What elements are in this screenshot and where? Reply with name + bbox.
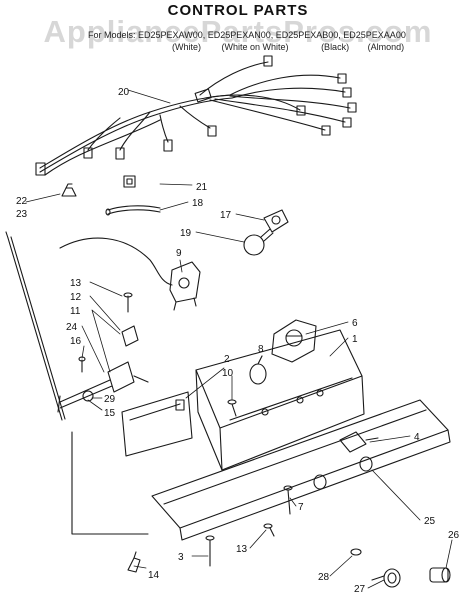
retainer-clip <box>61 183 77 197</box>
clip-part <box>123 175 136 188</box>
watermark: AppliancePartsPros.com <box>43 14 433 49</box>
push-button <box>429 567 451 583</box>
control-tray <box>195 329 365 471</box>
tube <box>105 205 161 216</box>
panel-screw <box>283 485 293 515</box>
knob-part <box>249 355 267 385</box>
model-variants: (White) (White on White) (Black) (Almond… <box>88 42 476 52</box>
wiring-harness <box>35 55 357 176</box>
lamp-socket <box>263 209 289 233</box>
leader-lines <box>25 89 453 589</box>
control-panel <box>151 399 451 541</box>
sensor-tube <box>5 231 66 421</box>
variant-white-on-white: (White on White) <box>221 42 289 52</box>
callout-13-lower: 13 <box>236 544 248 555</box>
callout-28: 28 <box>318 572 330 583</box>
callout-6: 6 <box>352 318 358 329</box>
callout-25: 25 <box>424 516 436 527</box>
callout-22: 22 <box>16 196 28 207</box>
variant-black: (Black) <box>321 42 350 52</box>
callout-labels: 20 21 18 22 23 17 19 9 13 12 11 24 16 6 … <box>16 87 460 595</box>
callout-13-upper: 13 <box>70 278 82 289</box>
mounting-screw <box>205 535 215 567</box>
callout-26: 26 <box>448 530 460 541</box>
model-list: For Models: ED25PEXAW00, ED25PEXAN00, ED… <box>88 30 476 52</box>
upper-screw <box>121 292 139 347</box>
switch-assembly <box>78 356 149 393</box>
callout-17: 17 <box>220 210 232 221</box>
callout-23: 23 <box>16 209 28 220</box>
variant-white: (White) <box>172 42 201 52</box>
switch <box>339 431 379 453</box>
lever <box>57 379 113 413</box>
callout-21: 21 <box>196 182 208 193</box>
callout-16: 16 <box>70 336 82 347</box>
dial-knob <box>371 568 401 588</box>
callout-27: 27 <box>354 584 366 595</box>
control-housing <box>271 319 317 363</box>
callout-19: 19 <box>180 228 192 239</box>
callout-29: 29 <box>104 394 116 405</box>
lower-screw <box>263 523 275 537</box>
reference-line <box>71 431 149 535</box>
callout-8: 8 <box>258 344 264 355</box>
diagram-title: CONTROL PARTS <box>167 2 309 19</box>
callout-7: 7 <box>298 502 304 513</box>
callout-11: 11 <box>70 306 81 317</box>
callout-3: 3 <box>178 552 184 563</box>
bracket <box>121 391 193 457</box>
callout-12: 12 <box>70 292 82 303</box>
harness-connector <box>35 162 46 176</box>
callout-2: 2 <box>224 354 230 365</box>
light-bulb <box>243 228 274 256</box>
callout-10: 10 <box>222 368 234 379</box>
screw <box>227 399 237 417</box>
callout-20: 20 <box>118 87 130 98</box>
thermostat <box>59 237 201 311</box>
callout-18: 18 <box>192 198 204 209</box>
model-numbers: For Models: ED25PEXAW00, ED25PEXAN00, ED… <box>88 30 406 40</box>
callout-4: 4 <box>414 432 420 443</box>
callout-14: 14 <box>148 570 160 581</box>
washer <box>350 548 362 556</box>
callout-24: 24 <box>66 322 78 333</box>
callout-9: 9 <box>176 248 182 259</box>
callout-1: 1 <box>352 334 358 345</box>
variant-almond: (Almond) <box>367 42 405 52</box>
callout-15: 15 <box>104 408 116 419</box>
spring-clip <box>127 551 141 573</box>
